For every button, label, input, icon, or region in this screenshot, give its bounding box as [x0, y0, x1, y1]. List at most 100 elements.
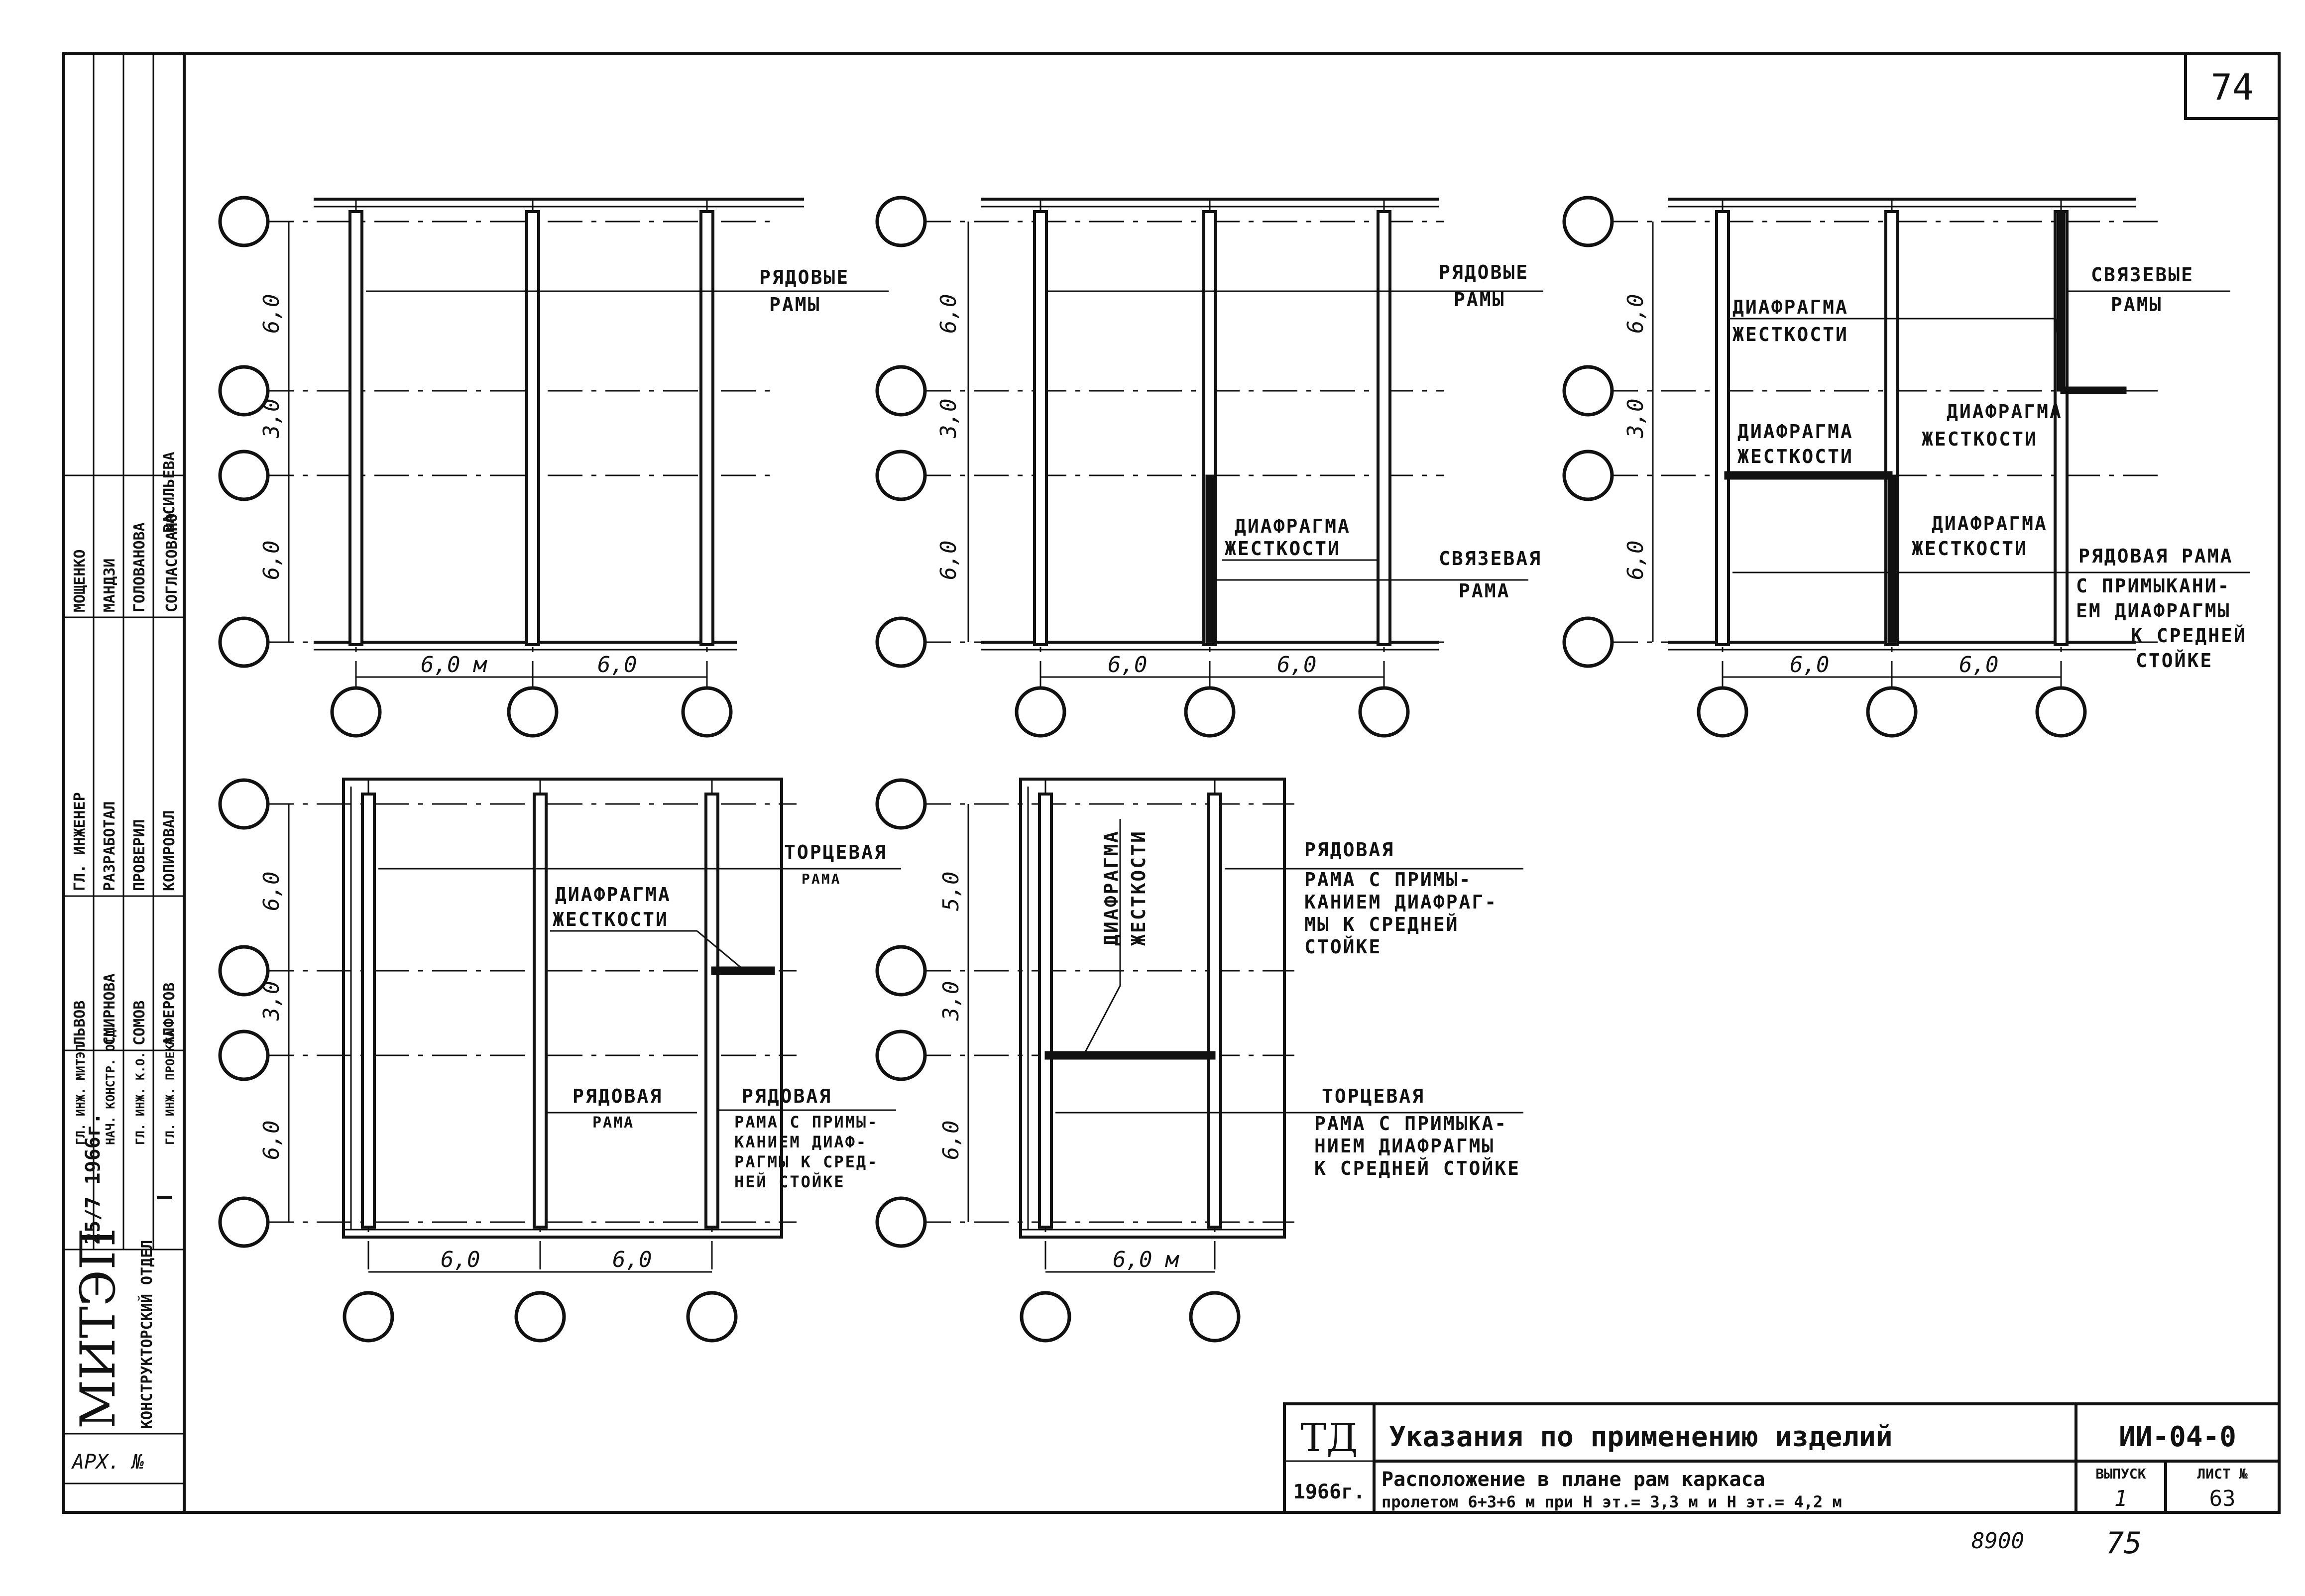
axis-bubble	[507, 686, 559, 738]
label-ramy-2: РАМЫ	[1454, 289, 1505, 311]
plan-5: 5,0 3,0 6,0 6,0 м ДИАФРАГМА ЖЕСТКОСТИ РЯ…	[875, 778, 1523, 1343]
title-sub-2: пролетом 6+3+6 м при Н эт.= 3,3 м и Н эт…	[1382, 1492, 1842, 1511]
axis-bubble	[681, 686, 733, 738]
axis-bubble	[218, 196, 270, 247]
approval-3: ВАСИЛЬЕВА	[161, 452, 178, 533]
axis-bubble	[330, 686, 382, 738]
role-2: ПРОВЕРИЛ	[131, 819, 148, 892]
role-1: РАЗРАБОТАЛ	[101, 801, 118, 891]
dim-6-0b: 6,0	[936, 541, 961, 580]
name-0b: ЛЬВОВ	[71, 1001, 89, 1045]
dim-3-0: 3,0	[936, 399, 961, 439]
axis-bubble	[1562, 365, 1614, 417]
axis-bubble	[218, 365, 270, 417]
dim-6-0b: 6,0	[259, 541, 284, 580]
role2-3: ГЛ. ИНЖ. ПРОЕКТА	[163, 1029, 177, 1145]
stiffening-diaphragm	[1044, 1051, 1216, 1060]
label-zhestkosti-3d: ЖЕСТКОСТИ	[1912, 538, 2028, 560]
axis-bubble	[1020, 1291, 1071, 1343]
bottom-number-right: 75	[2106, 1526, 2142, 1561]
approval-1: МАНДЗИ	[101, 559, 118, 612]
plan-2: 6,0 3,0 6,0 6,0 6,0 РЯДОВЫЕ РАМЫ ДИАФРАГ…	[875, 196, 1543, 738]
title-code: ИИ-04-0	[2119, 1421, 2236, 1453]
label-rr-3-1: С ПРИМЫКАНИ-	[2076, 575, 2231, 597]
label-rr-4-0: РЯДОВАЯ	[742, 1085, 832, 1107]
axis-bubble	[2035, 686, 2087, 738]
axis-bubble	[1697, 686, 1748, 738]
label-diafragma-4: ДИАФРАГМА	[555, 884, 671, 906]
dept-name: КОНСТРУКТОРСКИЙ ОТДЕЛ	[138, 1240, 156, 1429]
label-svyazevye-3: СВЯЗЕВЫЕ	[2091, 264, 2194, 286]
role2-0: ГЛ. ИНЖ. МИТЭП	[74, 1044, 88, 1145]
label-zhestkosti-5: ЖЕСТКОСТИ	[1128, 830, 1150, 946]
title-year: 1966г.	[1293, 1481, 1366, 1503]
bottom-number-left: 8900	[1971, 1528, 2024, 1554]
stiffening-diaphragm	[1724, 471, 1893, 480]
axis-bubble	[218, 945, 270, 997]
dim-6-0: 6,0	[259, 872, 284, 911]
title-main: Указания по применению изделий	[1389, 1421, 1892, 1453]
dim-6-0: 6,0	[259, 294, 284, 334]
dim-3-0: 3,0	[259, 981, 284, 1021]
dim-6-0b: 6,0	[938, 1121, 964, 1160]
label-diafragma-2: ДИАФРАГМА	[1235, 515, 1351, 537]
axis-bubble	[1562, 450, 1614, 501]
label-rr-5-3: МЫ К СРЕДНЕЙ	[1304, 913, 1459, 935]
label-diafragma-5: ДИАФРАГМА	[1100, 830, 1122, 946]
label-rr-5-0: РЯДОВАЯ	[1304, 839, 1394, 861]
axis-bubble	[218, 616, 270, 668]
role-0: ГЛ. ИНЖЕНЕР	[71, 792, 89, 891]
dim-6-0c: 6,0	[1108, 652, 1147, 678]
label-rr-4-2: КАНИЕМ ДИАФ-	[734, 1133, 867, 1151]
label-rr-5-1: РАМА С ПРИМЫ-	[1304, 869, 1472, 891]
dim-3-0: 3,0	[259, 399, 284, 439]
label-rr-5-4: СТОЙКЕ	[1304, 936, 1382, 958]
axis-bubble	[686, 1291, 738, 1343]
axis-bubble	[514, 1291, 566, 1343]
axis-bubble	[875, 616, 927, 668]
title-sub-1: Расположение в плане рам каркаса	[1382, 1468, 1765, 1491]
name-2: СОМОВ	[131, 1001, 148, 1045]
label-tr-5-2: НИЕМ ДИАФРАГМЫ	[1314, 1135, 1495, 1157]
dim-3-0: 3,0	[938, 981, 964, 1021]
axis-bubble	[875, 196, 927, 247]
axis-bubble	[1015, 686, 1066, 738]
axis-bubble	[875, 365, 927, 417]
sheet-frame	[62, 52, 2281, 1514]
axis-bubble	[218, 450, 270, 501]
stiffening-diaphragm	[1205, 474, 1214, 643]
label-diafragma-3b: ДИАФРАГМА	[1737, 421, 1853, 443]
label-rama-2: РАМА	[1459, 580, 1510, 602]
dim-6-0: 6,0	[1623, 294, 1648, 334]
axis-bubble	[1562, 196, 1614, 247]
label-rr-5-2: КАНИЕМ ДИАФРАГ-	[1304, 891, 1498, 913]
label-rr-3-2: ЕМ ДИАФРАГМЫ	[2076, 600, 2231, 622]
side-stamp: СОГЛАСОВАНО МОЩЕНКО МАНДЗИ ГОЛОВАНОВА ВА…	[64, 54, 184, 1484]
label-rr-4-4: НЕЙ СТОЙКЕ	[734, 1172, 845, 1191]
axis-bubble	[875, 945, 927, 997]
label-rama-4b: РАМА	[592, 1114, 634, 1132]
label-rr-4-3: РАГМЫ К СРЕД-	[734, 1152, 878, 1171]
label-ryadovaya-4: РЯДОВАЯ	[573, 1085, 663, 1107]
axis-bubble	[343, 1291, 394, 1343]
page-number: 74	[2211, 66, 2254, 108]
date-dash: —	[157, 1182, 172, 1211]
plan-3: 6,0 3,0 6,0 6,0 6,0 ДИАФРАГМА ЖЕСТКОСТИ …	[1562, 196, 2250, 738]
stiffening-diaphragm	[711, 966, 775, 975]
plan-4: 6,0 3,0 6,0 6,0 6,0 ТОРЦЕВАЯ РАМА ДИАФРА…	[218, 778, 901, 1343]
label-diafragma-3d: ДИАФРАГМА	[1932, 513, 2048, 535]
vypusk-value: 1	[2114, 1486, 2128, 1511]
label-ramy-3: РАМЫ	[2111, 294, 2163, 316]
title-td: ТД	[1300, 1416, 1358, 1461]
arch-number: АРХ. №	[71, 1451, 144, 1474]
label-rama-4: РАМА	[802, 871, 841, 887]
dim-6-0d: 6,0	[1959, 652, 1998, 678]
axis-bubble	[875, 1029, 927, 1081]
axis-bubble	[1358, 686, 1410, 738]
dim-6-0b: 6,0	[259, 1121, 284, 1160]
role2-1: НАЧ. КОНСТР. ОТД.	[104, 1023, 117, 1145]
stiffening-diaphragm	[1887, 474, 1896, 643]
label-tr-5-0: ТОРЦЕВАЯ	[1322, 1085, 1425, 1107]
